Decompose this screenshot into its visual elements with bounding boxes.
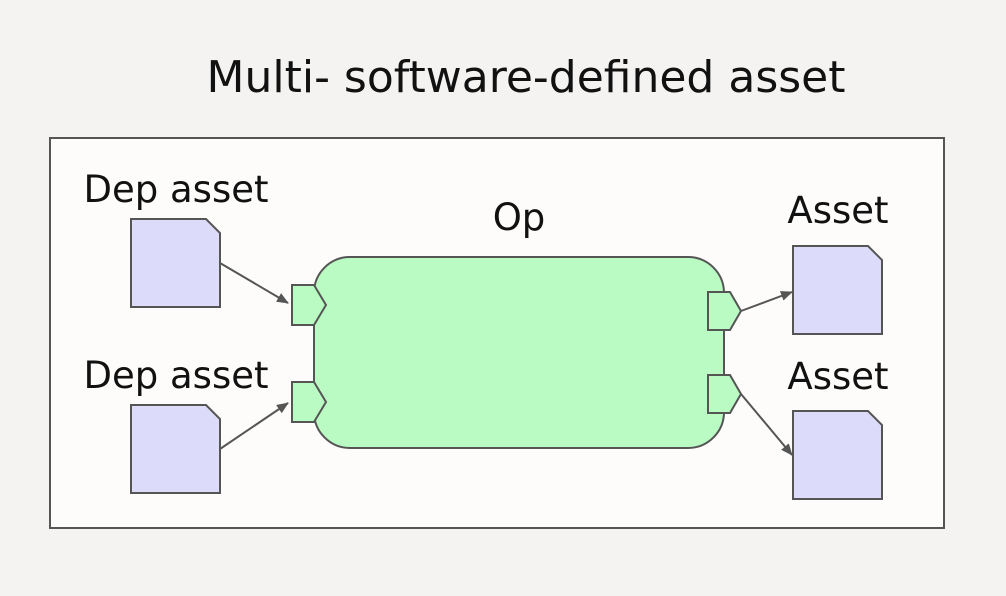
op-input-port-1[interactable]: [291, 284, 328, 326]
op-output-port-2[interactable]: [707, 374, 743, 414]
asset-node-1[interactable]: [792, 245, 883, 335]
edge-op-to-asset-2: [740, 393, 793, 456]
asset-label-1: Asset: [787, 189, 888, 232]
edge-dep-asset-1-to-op: [219, 262, 289, 304]
asset-node-2[interactable]: [792, 410, 883, 500]
op-node[interactable]: [313, 256, 725, 449]
dep-asset-label-2: Dep asset: [84, 354, 269, 397]
diagram-title: Multi- software-defined asset: [207, 52, 846, 103]
asset-label-2: Asset: [787, 355, 888, 398]
dep-asset-node-1[interactable]: [130, 218, 221, 308]
op-label: Op: [493, 196, 546, 239]
op-output-port-1[interactable]: [707, 291, 743, 331]
edge-op-to-asset-1: [740, 291, 793, 312]
dep-asset-label-1: Dep asset: [84, 168, 269, 211]
op-input-port-2[interactable]: [291, 381, 328, 423]
edge-dep-asset-2-to-op: [219, 402, 289, 450]
dep-asset-node-2[interactable]: [130, 404, 221, 494]
